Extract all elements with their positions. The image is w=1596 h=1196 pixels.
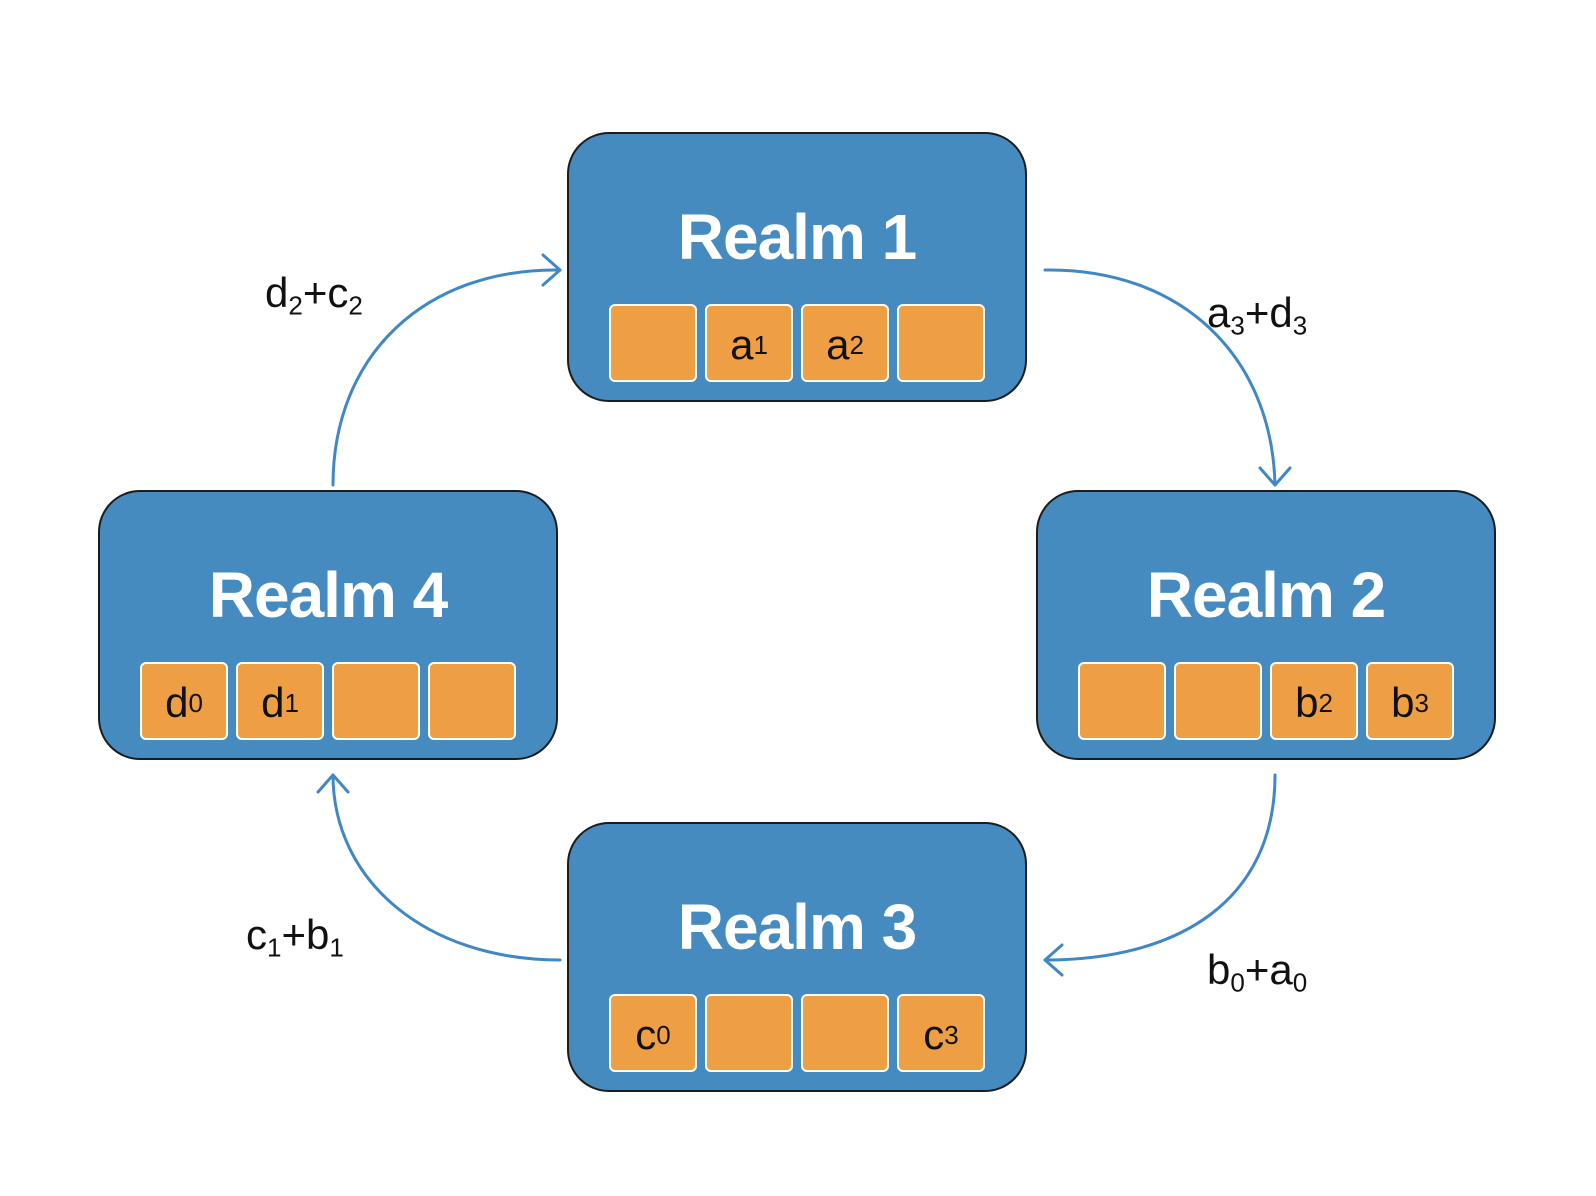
slot — [705, 994, 793, 1072]
realm-title: Realm 1 — [677, 201, 917, 273]
edge-label-subscript: 1 — [267, 932, 282, 963]
edge-label-subscript: 2 — [288, 290, 303, 321]
edge-label-subscript: 0 — [1292, 967, 1308, 998]
slot — [1078, 662, 1166, 740]
arrow-realm2-to-realm3 — [1043, 773, 1277, 962]
edge-label-subscript: 3 — [1292, 310, 1308, 341]
slot — [801, 994, 889, 1072]
slot — [609, 304, 697, 382]
slot-label-base: b — [1391, 679, 1415, 726]
edge-label-realm1-to-realm2: a3+d3 — [1207, 288, 1307, 338]
slot-label-base: d — [261, 679, 285, 726]
edge-label-realm2-to-realm3: b0+a0 — [1207, 945, 1307, 995]
slot — [1174, 662, 1262, 740]
slot-label-base: b — [1295, 679, 1319, 726]
edge-label-subscript: 2 — [348, 290, 363, 321]
edge-label-subscript: 0 — [1230, 967, 1245, 998]
arrow-realm4-to-realm1 — [331, 268, 562, 487]
edge-label-subscript: 1 — [329, 932, 344, 963]
edge-label-base: +c — [302, 269, 349, 316]
arrow-realm1-to-realm2 — [1043, 268, 1277, 487]
arrow-realm3-to-realm4 — [331, 773, 562, 962]
slot-label-base: a — [826, 321, 850, 368]
edge-label-subscript: 3 — [1230, 310, 1245, 341]
realm-title: Realm 3 — [677, 891, 917, 963]
slot — [332, 662, 420, 740]
arrow-head-realm1 — [541, 253, 562, 287]
slot — [428, 662, 516, 740]
edge-label-base: a — [1207, 289, 1231, 336]
arrow-head-realm2 — [1258, 466, 1292, 487]
edge-label-base: d — [265, 269, 289, 316]
slot — [897, 304, 985, 382]
edge-label-realm4-to-realm1: d2+c2 — [265, 268, 363, 318]
realm-title: Realm 4 — [208, 559, 448, 631]
edge-label-base: b — [1207, 946, 1231, 993]
edge-label-base: +d — [1244, 289, 1293, 336]
edge-label-base: c — [246, 911, 267, 958]
slot-label-base: c — [635, 1011, 657, 1058]
slot-label-base: c — [923, 1011, 945, 1058]
realm-title: Realm 2 — [1146, 559, 1386, 631]
arrow-head-realm3 — [1043, 943, 1064, 977]
edge-label-realm3-to-realm4: c1+b1 — [246, 910, 344, 960]
slot-label-base: d — [165, 679, 189, 726]
edge-label-base: +b — [281, 911, 330, 958]
slot-label-base: a — [730, 321, 754, 368]
arrow-head-realm4 — [316, 773, 350, 794]
edge-label-base: +a — [1244, 946, 1293, 993]
